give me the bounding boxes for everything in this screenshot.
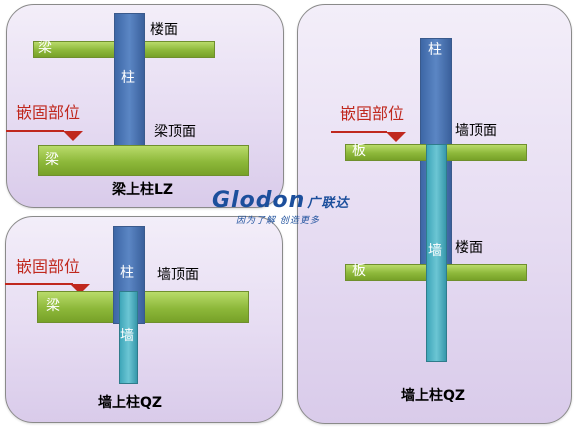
slab2-label-3: 板 <box>352 263 366 279</box>
anchor-line-2 <box>5 283 73 285</box>
caption-wall-small: 墙上柱QZ <box>98 395 163 411</box>
floor-label-3: 楼面 <box>455 240 483 256</box>
anchor-marker-2 <box>70 284 90 294</box>
anchor-line <box>6 130 64 132</box>
column-label-2: 柱 <box>120 265 134 281</box>
column-label-3: 柱 <box>428 42 442 58</box>
floor-label: 楼面 <box>150 22 178 38</box>
column-label: 柱 <box>121 70 135 86</box>
anchor-marker-3 <box>386 132 406 142</box>
caption-wall-large: 墙上柱QZ <box>401 388 466 404</box>
wall-top-label-2: 墙顶面 <box>157 267 199 283</box>
wall-label-3: 墙 <box>428 243 442 259</box>
bottom-beam-label: 梁 <box>45 152 59 168</box>
anchor-line-3 <box>331 131 387 133</box>
logo-brand-cn: 广联达 <box>307 196 350 211</box>
wall-top-label-3: 墙顶面 <box>455 123 497 139</box>
top-beam-label: 梁 <box>38 40 52 56</box>
caption-beam: 梁上柱LZ <box>112 182 174 198</box>
logo-slogan: 因为了解 创造更多 <box>236 216 320 226</box>
wall-3 <box>426 144 447 362</box>
beam-label-2: 梁 <box>46 298 60 314</box>
slab-label-3: 板 <box>352 143 366 159</box>
wall-2 <box>119 291 138 384</box>
bottom-beam <box>38 145 249 176</box>
anchor-label-2: 嵌固部位 <box>16 257 81 276</box>
anchor-marker <box>63 131 83 141</box>
anchor-label: 嵌固部位 <box>16 103 81 122</box>
beam-top-label: 梁顶面 <box>154 124 196 140</box>
wall-label-2: 墙 <box>120 328 134 344</box>
anchor-label-3: 嵌固部位 <box>340 104 405 123</box>
logo-brand: Glodon <box>212 188 306 213</box>
